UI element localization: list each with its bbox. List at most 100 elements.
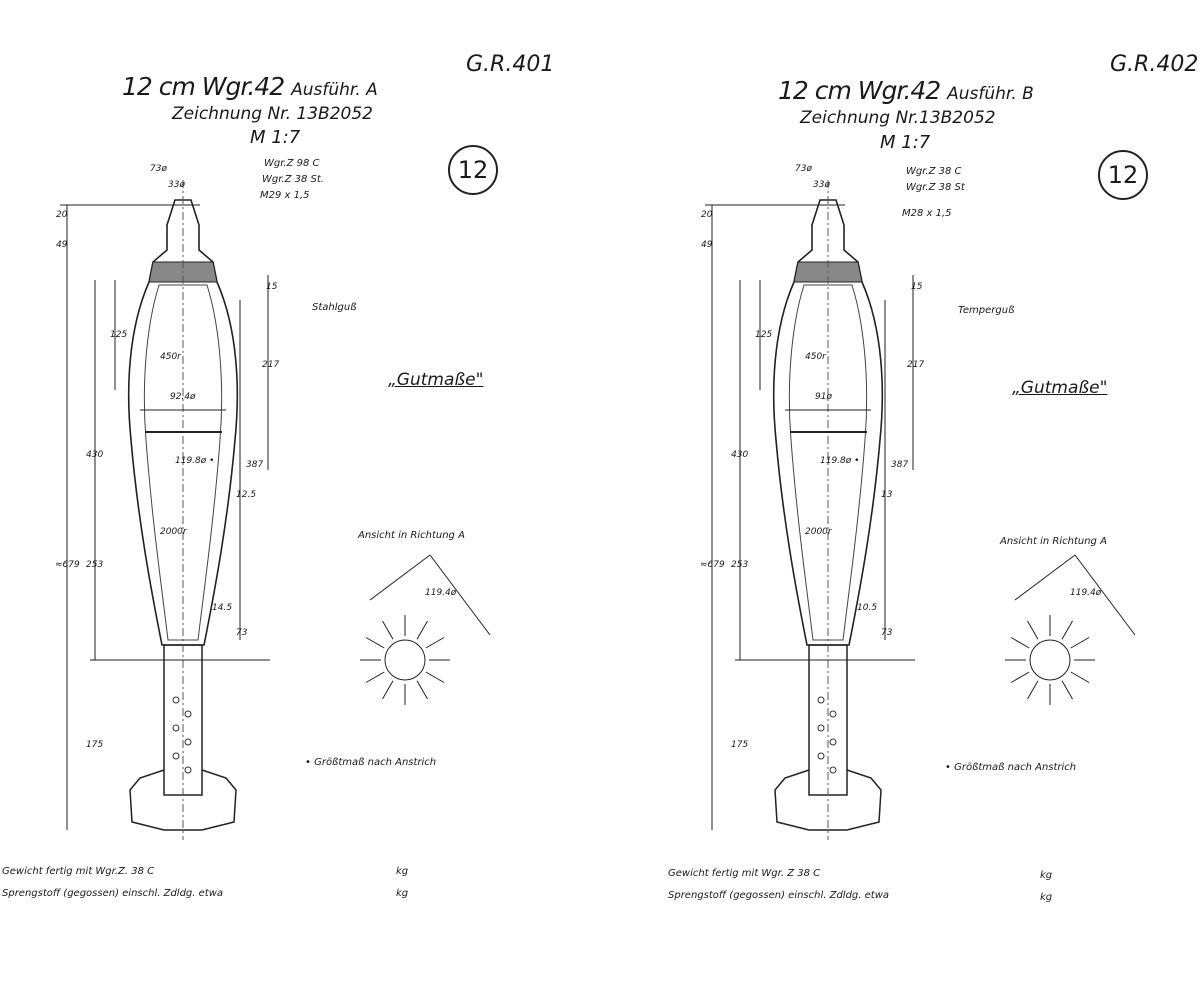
dimension-label: 73 bbox=[881, 628, 893, 638]
dimension-label: ≈679 bbox=[55, 560, 80, 570]
drawing-title: 12 cm Wgr.42 Ausführ. A bbox=[122, 72, 378, 101]
dimension-label: 450r bbox=[160, 352, 181, 362]
dimension-label: 73ø bbox=[795, 164, 812, 174]
gutmasse-note: „Gutmaße" bbox=[1012, 378, 1108, 398]
dimension-label: 92.4ø bbox=[170, 392, 196, 402]
dimension-label: 253 bbox=[731, 560, 749, 570]
view-a-fin bbox=[1070, 671, 1090, 683]
dimension-label: ≈679 bbox=[700, 560, 725, 570]
title-text: 12 cm Wgr.42 bbox=[122, 72, 285, 101]
page-number-circle: 12 bbox=[448, 145, 498, 195]
dimension-label: 430 bbox=[86, 450, 104, 460]
dimension-label: 73 bbox=[236, 628, 248, 638]
view-a-fin bbox=[1027, 680, 1039, 700]
scale-label: M 1:7 bbox=[250, 127, 301, 148]
shell-inner-wall bbox=[143, 284, 223, 641]
dimension-label: 15 bbox=[266, 282, 278, 292]
tail-fins bbox=[774, 769, 882, 831]
view-a-hub bbox=[1029, 639, 1071, 681]
fuze-label: Wgr.Z 98 C bbox=[264, 158, 320, 169]
drawing-number: Zeichnung Nr.13B2052 bbox=[800, 108, 996, 128]
dimension-label: 175 bbox=[731, 740, 749, 750]
variant-text: Ausführ. A bbox=[291, 80, 378, 100]
view-a-fin bbox=[1027, 620, 1039, 640]
weight-line: Gewicht fertig mit Wgr.Z. 38 C bbox=[2, 866, 155, 877]
view-a-fin bbox=[365, 671, 385, 683]
view-a-fin bbox=[425, 671, 445, 683]
vent-hole bbox=[172, 752, 180, 760]
dimension-label: 387 bbox=[246, 460, 264, 470]
shell-drawing-a bbox=[60, 180, 491, 840]
view-a-fin bbox=[1061, 680, 1073, 700]
dimension-label: 33ø bbox=[813, 180, 830, 190]
variant-text: Ausführ. B bbox=[947, 84, 1034, 104]
gutmasse-note: „Gutmaße" bbox=[388, 370, 484, 390]
dimension-label: 91ø bbox=[815, 392, 832, 402]
view-a-hub bbox=[384, 639, 426, 681]
unit-kg: kg bbox=[396, 866, 409, 877]
dimension-label: 119.4ø bbox=[1070, 588, 1102, 598]
dimension-label: 253 bbox=[86, 560, 104, 570]
view-a-fin bbox=[416, 620, 428, 640]
dimension-label: 20 bbox=[56, 210, 68, 220]
dimension-label: 119.8ø • bbox=[820, 456, 860, 466]
sheet-number: G.R.401 bbox=[466, 52, 555, 77]
vent-hole bbox=[184, 710, 192, 718]
weight-line: Gewicht fertig mit Wgr. Z 38 C bbox=[668, 868, 821, 879]
dimension-label: 175 bbox=[86, 740, 104, 750]
unit-kg: kg bbox=[1040, 870, 1053, 881]
view-a-fin bbox=[382, 620, 394, 640]
dimension-label: 2000r bbox=[160, 527, 187, 537]
dimension-label: 13 bbox=[881, 490, 893, 500]
thread-label: M28 x 1,5 bbox=[902, 208, 952, 219]
shell-drawing-b bbox=[705, 180, 1136, 840]
dimension-label: 12.5 bbox=[236, 490, 257, 500]
unit-kg: kg bbox=[1040, 892, 1053, 903]
explosive-line: Sprengstoff (gegossen) einschl. Zdldg. e… bbox=[2, 888, 224, 899]
dimension-label: 2000r bbox=[805, 527, 832, 537]
shell-outline bbox=[127, 199, 239, 646]
view-a-fin bbox=[365, 637, 385, 649]
material-label: Temperguß bbox=[958, 305, 1015, 316]
view-a-fin bbox=[1070, 637, 1090, 649]
thread-label: M29 x 1,5 bbox=[260, 190, 310, 201]
dimension-label: 430 bbox=[731, 450, 749, 460]
dimension-line bbox=[369, 554, 431, 601]
drawing-number: Zeichnung Nr. 13B2052 bbox=[172, 104, 373, 124]
dimension-label: 14.5 bbox=[212, 603, 233, 613]
dimension-label: 15 bbox=[911, 282, 923, 292]
dimension-label: 49 bbox=[56, 240, 68, 250]
dimension-label: 10.5 bbox=[857, 603, 878, 613]
fuze-label: Wgr.Z 38 St bbox=[906, 182, 965, 193]
page-number-circle: 12 bbox=[1098, 150, 1148, 200]
vent-hole bbox=[172, 724, 180, 732]
dimension-label: 125 bbox=[110, 330, 128, 340]
dimension-line bbox=[1014, 554, 1076, 601]
dimension-label: 119.4ø bbox=[425, 588, 457, 598]
dimension-label: 125 bbox=[755, 330, 773, 340]
sheet-number: G.R.402 bbox=[1110, 52, 1199, 77]
view-a-fin bbox=[1010, 637, 1030, 649]
dimension-label: 33ø bbox=[168, 180, 185, 190]
vent-hole bbox=[829, 766, 837, 774]
material-label: Stahlguß bbox=[312, 302, 357, 313]
dimension-label: 73ø bbox=[150, 164, 167, 174]
title-text: 12 cm Wgr.42 bbox=[778, 76, 941, 105]
view-a-fin bbox=[425, 637, 445, 649]
dimension-label: 217 bbox=[907, 360, 925, 370]
view-a-fin bbox=[416, 680, 428, 700]
dimension-label: 49 bbox=[701, 240, 713, 250]
dimension-label: 119.8ø • bbox=[175, 456, 215, 466]
fuze-label: Wgr.Z 38 C bbox=[906, 166, 962, 177]
footnote: • Größtmaß nach Anstrich bbox=[945, 762, 1077, 773]
dimension-label: 20 bbox=[701, 210, 713, 220]
dimension-label: 217 bbox=[262, 360, 280, 370]
fuze-label: Wgr.Z 38 St. bbox=[262, 174, 324, 185]
dimension-line bbox=[429, 554, 491, 636]
tail-fins bbox=[129, 769, 237, 831]
view-a-fin bbox=[382, 680, 394, 700]
scale-label: M 1:7 bbox=[880, 132, 931, 153]
vent-hole bbox=[184, 738, 192, 746]
shell-outline bbox=[772, 199, 884, 646]
view-a-fin bbox=[1061, 620, 1073, 640]
